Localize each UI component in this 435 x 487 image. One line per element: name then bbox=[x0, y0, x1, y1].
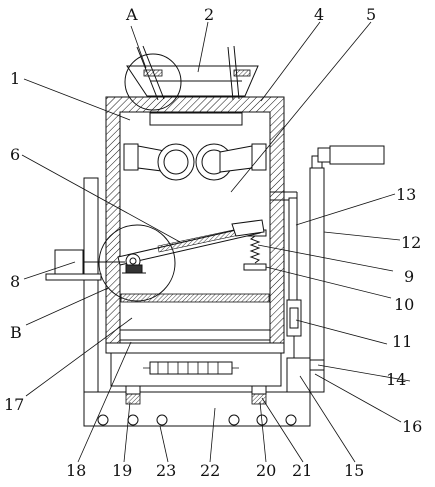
leader-lines bbox=[21, 21, 411, 463]
motor-housing bbox=[329, 145, 385, 165]
label-14: 14 bbox=[386, 370, 406, 389]
label-4: 4 bbox=[314, 5, 324, 24]
wheel-right bbox=[285, 414, 297, 426]
filter-screen bbox=[120, 293, 270, 303]
label-12: 12 bbox=[401, 233, 421, 252]
label-1: 1 bbox=[10, 69, 20, 88]
label-21: 21 bbox=[292, 461, 312, 480]
right-column bbox=[309, 145, 385, 393]
base-frame bbox=[83, 391, 311, 427]
hopper-grip-left bbox=[143, 69, 163, 77]
collection-tray bbox=[105, 329, 285, 387]
left-support-post bbox=[83, 177, 99, 393]
label-5: 5 bbox=[366, 5, 376, 24]
label-10: 10 bbox=[394, 295, 414, 314]
label-a: A bbox=[125, 5, 138, 24]
label-13: 13 bbox=[396, 185, 416, 204]
top-motor bbox=[317, 147, 331, 163]
top-plate bbox=[149, 112, 243, 126]
wheel-2 bbox=[127, 414, 139, 426]
label-8: 8 bbox=[10, 272, 20, 291]
label-b: B bbox=[10, 323, 22, 342]
label-19: 19 bbox=[112, 461, 132, 480]
part-labels: A 2 4 5 1 6 13 12 9 8 10 B 11 14 17 16 1… bbox=[4, 5, 422, 480]
crushing-rollers bbox=[123, 143, 267, 181]
wheel-4 bbox=[228, 414, 240, 426]
label-17: 17 bbox=[4, 395, 24, 414]
side-motor bbox=[45, 249, 125, 281]
label-22: 22 bbox=[200, 461, 220, 480]
label-2: 2 bbox=[204, 5, 214, 24]
label-23: 23 bbox=[156, 461, 176, 480]
label-16: 16 bbox=[402, 417, 422, 436]
wheel-left bbox=[97, 414, 109, 426]
slider-block bbox=[286, 299, 302, 337]
label-20: 20 bbox=[256, 461, 276, 480]
label-9: 9 bbox=[404, 267, 414, 286]
feed-hopper bbox=[126, 45, 259, 101]
sieve-rod bbox=[117, 219, 265, 266]
label-11: 11 bbox=[392, 332, 412, 351]
label-18: 18 bbox=[66, 461, 86, 480]
main-housing bbox=[105, 96, 285, 344]
label-6: 6 bbox=[10, 145, 20, 164]
label-15: 15 bbox=[344, 461, 364, 480]
pivot-detail bbox=[98, 224, 176, 302]
detail-circle-a bbox=[124, 53, 182, 111]
lift-feet bbox=[125, 385, 267, 405]
hopper-grip-right bbox=[233, 69, 251, 77]
wheel-3 bbox=[156, 414, 168, 426]
lower-right-box bbox=[286, 336, 325, 393]
